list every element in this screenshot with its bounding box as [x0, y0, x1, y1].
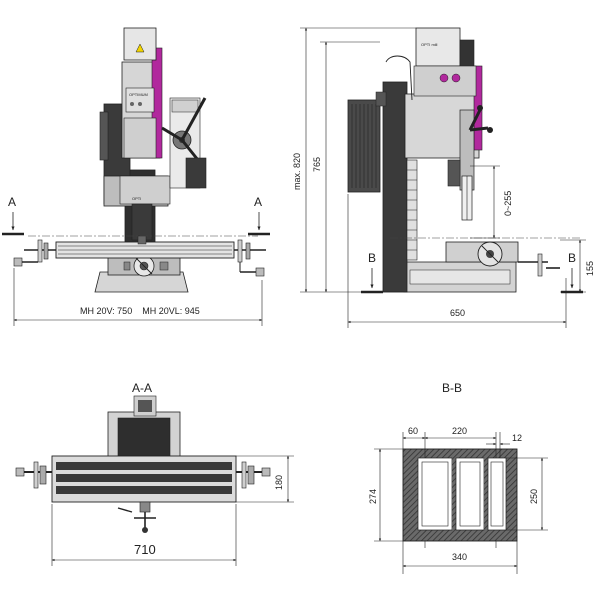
bb-12-dimension: 12	[512, 433, 522, 443]
side-view: OPTI mill B B	[292, 27, 595, 328]
front-quill	[131, 203, 153, 241]
section-aa-title: A-A	[132, 381, 152, 395]
bb-250-dimension: 250	[529, 489, 539, 504]
front-left-handwheel	[13, 239, 56, 267]
side-logo-text: OPTI mill	[421, 42, 438, 47]
svg-text:OPTI: OPTI	[132, 196, 141, 201]
section-b-label-left: B	[368, 251, 376, 265]
section-a-label-right: A	[254, 195, 262, 209]
bb-220-dimension: 220	[452, 426, 467, 436]
table-height-dimension: 155	[585, 261, 595, 276]
section-a-marker-right: A	[248, 195, 270, 236]
panel-brand-text: OPTIMUM	[129, 92, 148, 97]
section-bb-title: B-B	[442, 381, 462, 395]
section-b-marker-left: B	[361, 251, 383, 294]
spindle-travel-dimension: 0~255	[503, 191, 513, 216]
bb-274-dimension: 274	[368, 489, 378, 504]
section-b-label-right: B	[568, 251, 576, 265]
side-top-cover	[415, 27, 461, 67]
front-control-panel	[125, 87, 155, 113]
section-aa-view: A-A 180 710	[15, 381, 294, 566]
front-width-dimension: MH 20V: 750 MH 20VL: 945	[80, 306, 200, 316]
front-view: OPTI OPTIMUM A A	[2, 27, 270, 326]
side-depth-dimension: 650	[450, 308, 465, 318]
side-max-height-dimension: max. 820	[292, 153, 302, 190]
table-length-dimension: 710	[134, 542, 156, 557]
section-a-label-left: A	[8, 195, 16, 209]
side-height-dimension: 765	[312, 157, 322, 172]
table-width-dimension: 180	[274, 475, 284, 490]
bb-60-dimension: 60	[408, 426, 418, 436]
section-a-marker-left: A	[2, 195, 24, 236]
front-right-handwheel	[234, 239, 266, 277]
side-column	[382, 81, 408, 293]
section-bb-view: B-B 60 220 12 274 250	[368, 381, 548, 574]
bb-340-dimension: 340	[452, 552, 467, 562]
